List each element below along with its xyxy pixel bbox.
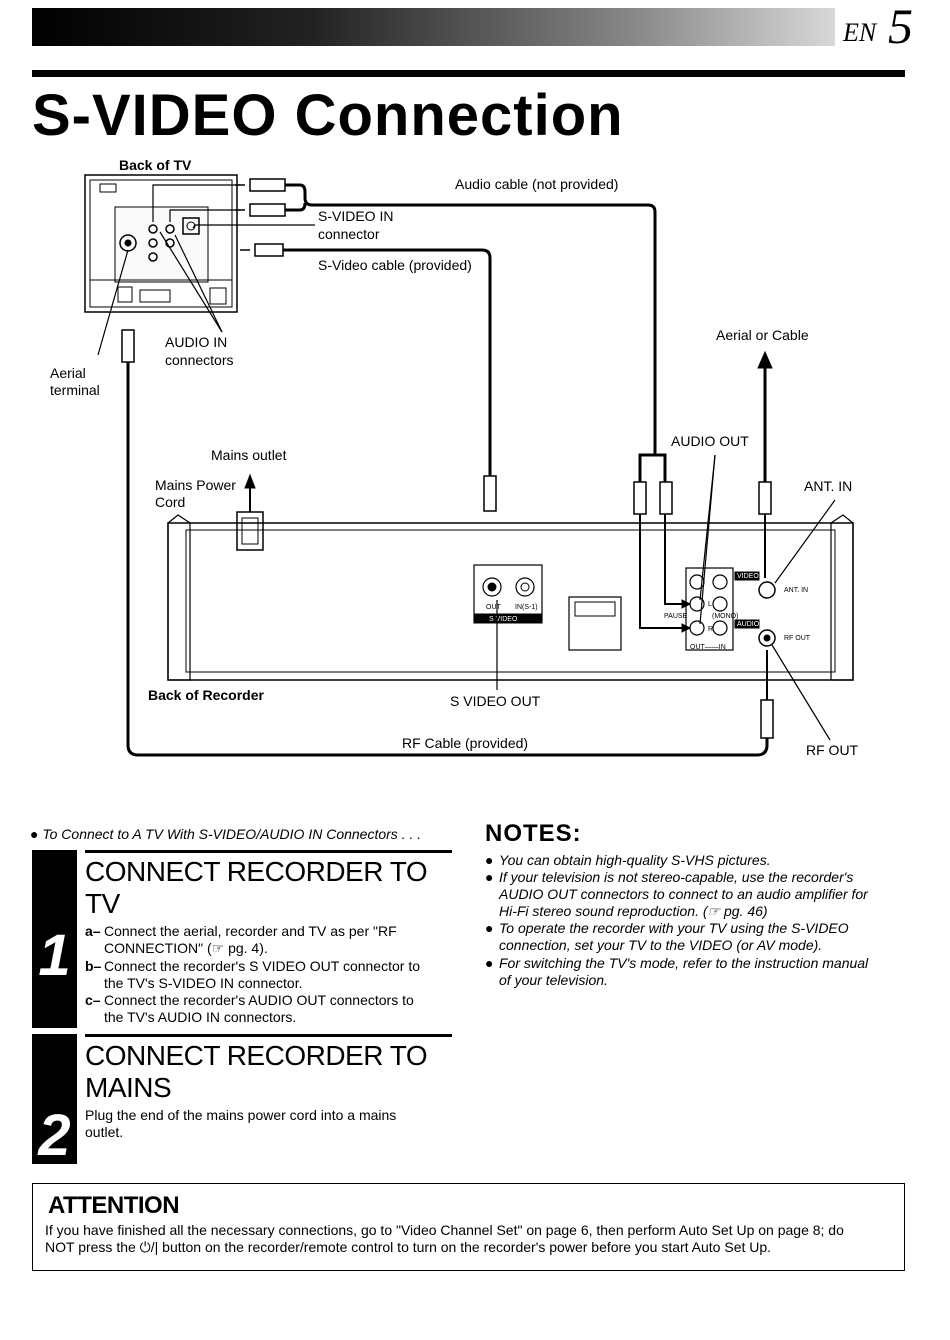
label-aerial-1: Aerial — [50, 365, 86, 381]
label-audio-in-1: AUDIO IN — [165, 334, 227, 350]
svideo-cable — [240, 243, 497, 512]
language-code: EN — [843, 18, 877, 47]
label-audio-cable: Audio cable (not provided) — [455, 176, 618, 192]
step-2-title: CONNECT RECORDER TO MAINS — [85, 1040, 428, 1103]
panel-l: L — [708, 601, 712, 608]
header-gradient-bar — [32, 8, 835, 46]
step-1-rule — [85, 850, 452, 853]
label-svideo-cable: S-Video cable (provided) — [318, 257, 472, 273]
recorder-back-illustration — [167, 514, 854, 681]
step-2-bar: 2 — [32, 1034, 77, 1168]
connection-diagram: Back of TV Audio cable (not provided) S-… — [50, 157, 859, 758]
label-svideo-in-1: S-VIDEO IN — [318, 208, 393, 224]
tv-pointer-lines — [97, 184, 315, 356]
label-mains-outlet: Mains outlet — [211, 447, 287, 463]
step-1-item-c: c–Connect the recorder's AUDIO OUT conne… — [85, 992, 414, 1025]
note-3: ●To operate the recorder with your TV us… — [485, 920, 849, 953]
step-1-bar: 1 — [32, 850, 77, 1028]
note-2: ●If your television is not stereo-capabl… — [485, 869, 868, 919]
step-1-item-b: b–Connect the recorder's S VIDEO OUT con… — [85, 958, 420, 991]
aerial-input-cable — [757, 350, 773, 515]
audio-cable — [235, 178, 673, 515]
tv-back-illustration — [84, 174, 238, 313]
attention-box — [32, 1183, 905, 1271]
panel-video: VIDEO — [737, 573, 759, 580]
header-rule — [32, 70, 905, 77]
panel-out: OUT — [486, 604, 502, 611]
attention-text: If you have finished all the necessary c… — [45, 1222, 844, 1255]
panel-audio: AUDIO — [737, 621, 760, 628]
label-audio-in-2: connectors — [165, 352, 233, 368]
label-back-of-tv: Back of TV — [119, 157, 192, 173]
note-4: ●For switching the TV's mode, refer to t… — [485, 955, 869, 988]
panel-in-s1: IN(S-1) — [515, 604, 538, 611]
label-aerial-or-cable: Aerial or Cable — [716, 327, 809, 343]
label-aerial-2: terminal — [50, 382, 100, 398]
attention-heading: ATTENTION — [48, 1192, 180, 1219]
notes-heading: NOTES: — [485, 820, 582, 847]
mains-cord — [236, 473, 264, 551]
panel-ant-in: ANT. IN — [784, 587, 808, 594]
label-mains-cord-2: Cord — [155, 494, 185, 510]
panel-mono: (MONO) — [712, 613, 738, 620]
label-ant-in: ANT. IN — [804, 478, 852, 494]
panel-pause: PAUSE — [664, 613, 688, 620]
recorder-connections — [496, 454, 836, 741]
note-1: ●You can obtain high-quality S-VHS pictu… — [485, 852, 771, 868]
step-1-title: CONNECT RECORDER TO TV — [85, 856, 428, 919]
label-mains-cord-1: Mains Power — [155, 477, 236, 493]
step-2-number: 2 — [38, 1103, 71, 1168]
panel-rf-out: RF OUT — [784, 635, 811, 642]
label-rf-out: RF OUT — [806, 742, 859, 758]
step-1-item-a: a–Connect the aerial, recorder and TV as… — [85, 923, 397, 956]
panel-r: R — [708, 626, 713, 633]
panel-out-in: OUT——IN — [690, 644, 726, 651]
intro-line: ● To Connect to A TV With S-VIDEO/AUDIO … — [30, 826, 422, 842]
page-number: 5 — [888, 0, 913, 54]
step-1-number: 1 — [38, 923, 71, 988]
label-back-of-recorder: Back of Recorder — [148, 687, 264, 703]
rf-cable — [121, 329, 774, 757]
label-audio-out: AUDIO OUT — [671, 433, 749, 449]
label-rf-cable: RF Cable (provided) — [402, 735, 528, 751]
step-2-rule — [85, 1034, 452, 1037]
label-svideo-out: S VIDEO OUT — [450, 693, 541, 709]
step-2-text: Plug the end of the mains power cord int… — [85, 1107, 397, 1140]
label-svideo-in-2: connector — [318, 226, 380, 242]
panel-s-video: S VIDEO — [489, 616, 518, 623]
page-title: S-VIDEO Connection — [32, 83, 624, 148]
